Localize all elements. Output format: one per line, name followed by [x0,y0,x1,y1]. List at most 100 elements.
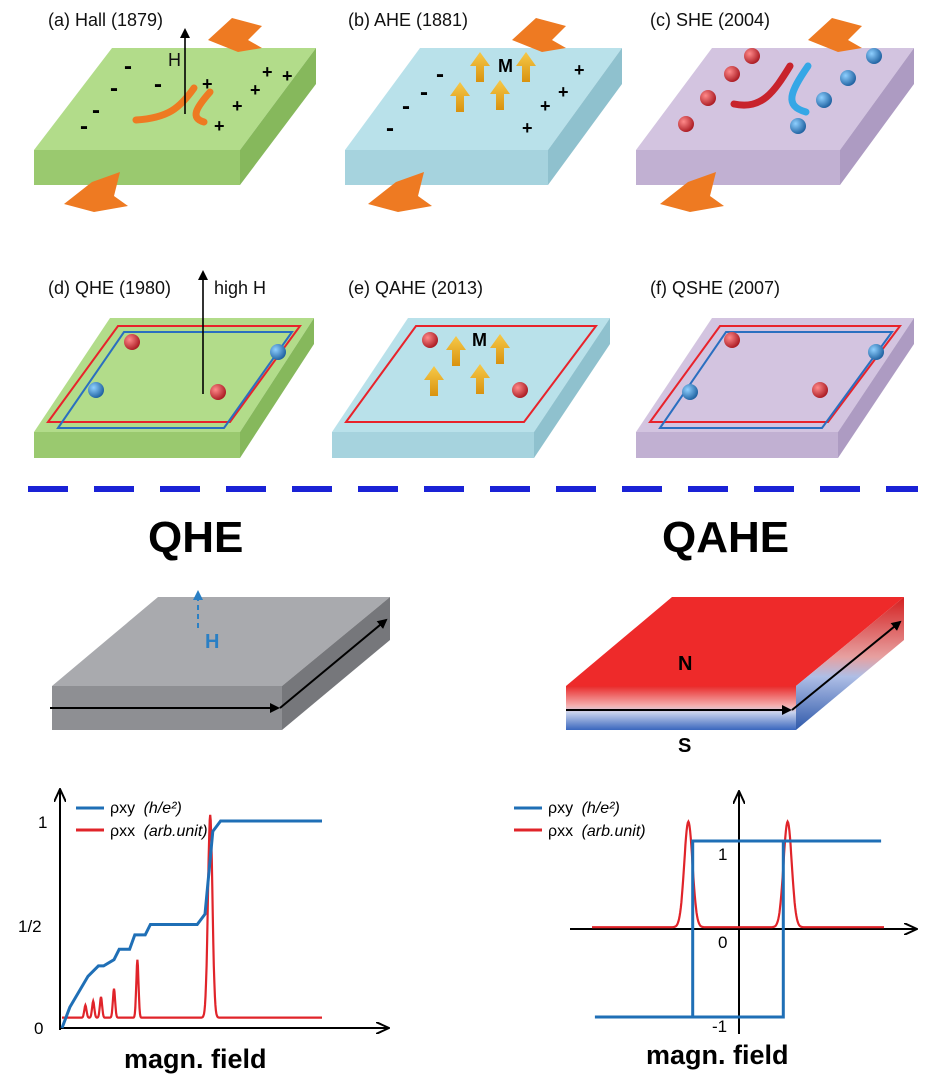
minus-sign: - [402,93,410,120]
qhe-title: QHE [148,513,243,562]
legend-series-unit: (arb.unit) [144,823,208,840]
spin-up-electron [724,332,740,348]
qahe-magnet-slab: N S [566,597,904,757]
slab-top [636,318,914,432]
plus-sign: + [262,62,273,82]
panel-qshe [636,318,914,458]
spin-up-electron [210,384,226,400]
spin-down-electron [816,92,832,108]
m-label: M [472,330,487,350]
edge-channel-red [46,325,302,423]
spin-up-electron [678,116,694,132]
y-tick-label: -1 [712,1017,727,1036]
spin-down-electrons [790,48,882,134]
y-tick-label: 1 [718,845,727,864]
spin-down-electron [790,118,806,134]
current-out-arrow [368,172,432,212]
m-label: M [498,56,513,76]
qhe-slab: H [50,590,390,730]
slab-side [840,48,914,185]
south-pole-label: S [678,735,691,757]
minus-sign: - [80,113,88,140]
qahe-chart: 1 0 -1 magn. field ρxy (h/e²) ρxx (arb.u… [514,792,916,1070]
edge-channel-red [648,325,902,423]
slab-side [240,318,314,458]
legend-series-name: ρxy [548,800,573,817]
spin-down-electron [88,382,104,398]
qhe-chart: 0 1/2 1 magn. field ρxy (h/e²) ρxx (arb.… [18,790,388,1074]
plus-sign: + [232,96,243,116]
spin-down-electron [682,384,698,400]
plus-sign: + [214,116,225,136]
plus-sign: + [558,82,569,102]
spin-down-electron [840,70,856,86]
slab-side [282,597,390,730]
current-out-arrow [64,172,128,212]
minus-sign: - [92,97,100,124]
slab-front [636,432,838,458]
legend-series-name: ρxx [110,823,135,840]
h-label: H [168,50,181,70]
panel-a-label: (a) Hall (1879) [48,10,163,30]
y-tick-label: 1 [38,813,47,832]
panel-qahe: M [332,318,610,458]
high-h-label: high H [214,278,266,298]
legend-series-name: ρxy [110,800,135,817]
magnet-arrow [424,366,444,396]
panel-b-label: (b) AHE (1881) [348,10,468,30]
spin-up-electron [512,382,528,398]
plus-sign: + [540,96,551,116]
spin-up-electron [744,48,760,64]
magnet-arrow [450,82,470,112]
spin-up-electron [700,90,716,106]
slab-top [52,597,390,686]
panel-hall: H - - - - - + + + + + + [34,18,316,212]
series-rho-xy [60,819,322,1029]
plus-sign: + [522,118,533,138]
edge-channel-red [344,325,598,423]
plus-sign: + [574,60,585,80]
series-rho-xx [592,819,884,929]
carrier-path [132,84,198,124]
slab-top [566,597,904,686]
panel-she [636,18,914,212]
slab-front [332,432,534,458]
north-pole-label: N [678,653,692,675]
legend-rho-xx: ρxx (arb.unit) [110,823,208,840]
spin-up-electron [724,66,740,82]
series-rho-xx [62,814,322,1019]
slab-front [34,150,240,185]
h-field-label: H [205,631,219,653]
legend-rho-xx: ρxx (arb.unit) [548,823,646,840]
magnet-arrow [490,80,510,110]
legend-rho-xy: ρxy (h/e²) [110,800,182,817]
slab-front [34,432,240,458]
edge-current-arrow [791,620,902,711]
y-tick-label: 1/2 [18,917,42,936]
spin-up-electron [812,382,828,398]
x-axis-title: magn. field [124,1044,267,1074]
current-in-arrow [512,18,566,52]
panel-ahe: M - - - - + + + + [345,18,622,212]
slab-top [34,48,316,150]
slab-side [548,48,622,185]
legend-series-name: ρxx [548,823,573,840]
qahe-title: QAHE [662,513,789,562]
y-tick-label: 0 [34,1019,43,1038]
current-out-arrow [660,172,724,212]
legend-rho-xy: ρxy (h/e²) [548,800,620,817]
slab-side [534,318,610,458]
slab-side [838,318,914,458]
plus-sign: + [282,66,293,86]
minus-sign: - [386,115,394,142]
plus-sign: + [202,74,213,94]
spin-down-path [788,62,812,116]
slab-top [332,318,610,432]
current-in-arrow [808,18,862,52]
legend-series-unit: (h/e²) [144,800,182,817]
plus-sign: + [250,80,261,100]
magnetization-arrows [450,52,536,112]
x-axis-title: magn. field [646,1040,789,1070]
magnet-arrow [490,334,510,364]
panel-c-label: (c) SHE (2004) [650,10,770,30]
